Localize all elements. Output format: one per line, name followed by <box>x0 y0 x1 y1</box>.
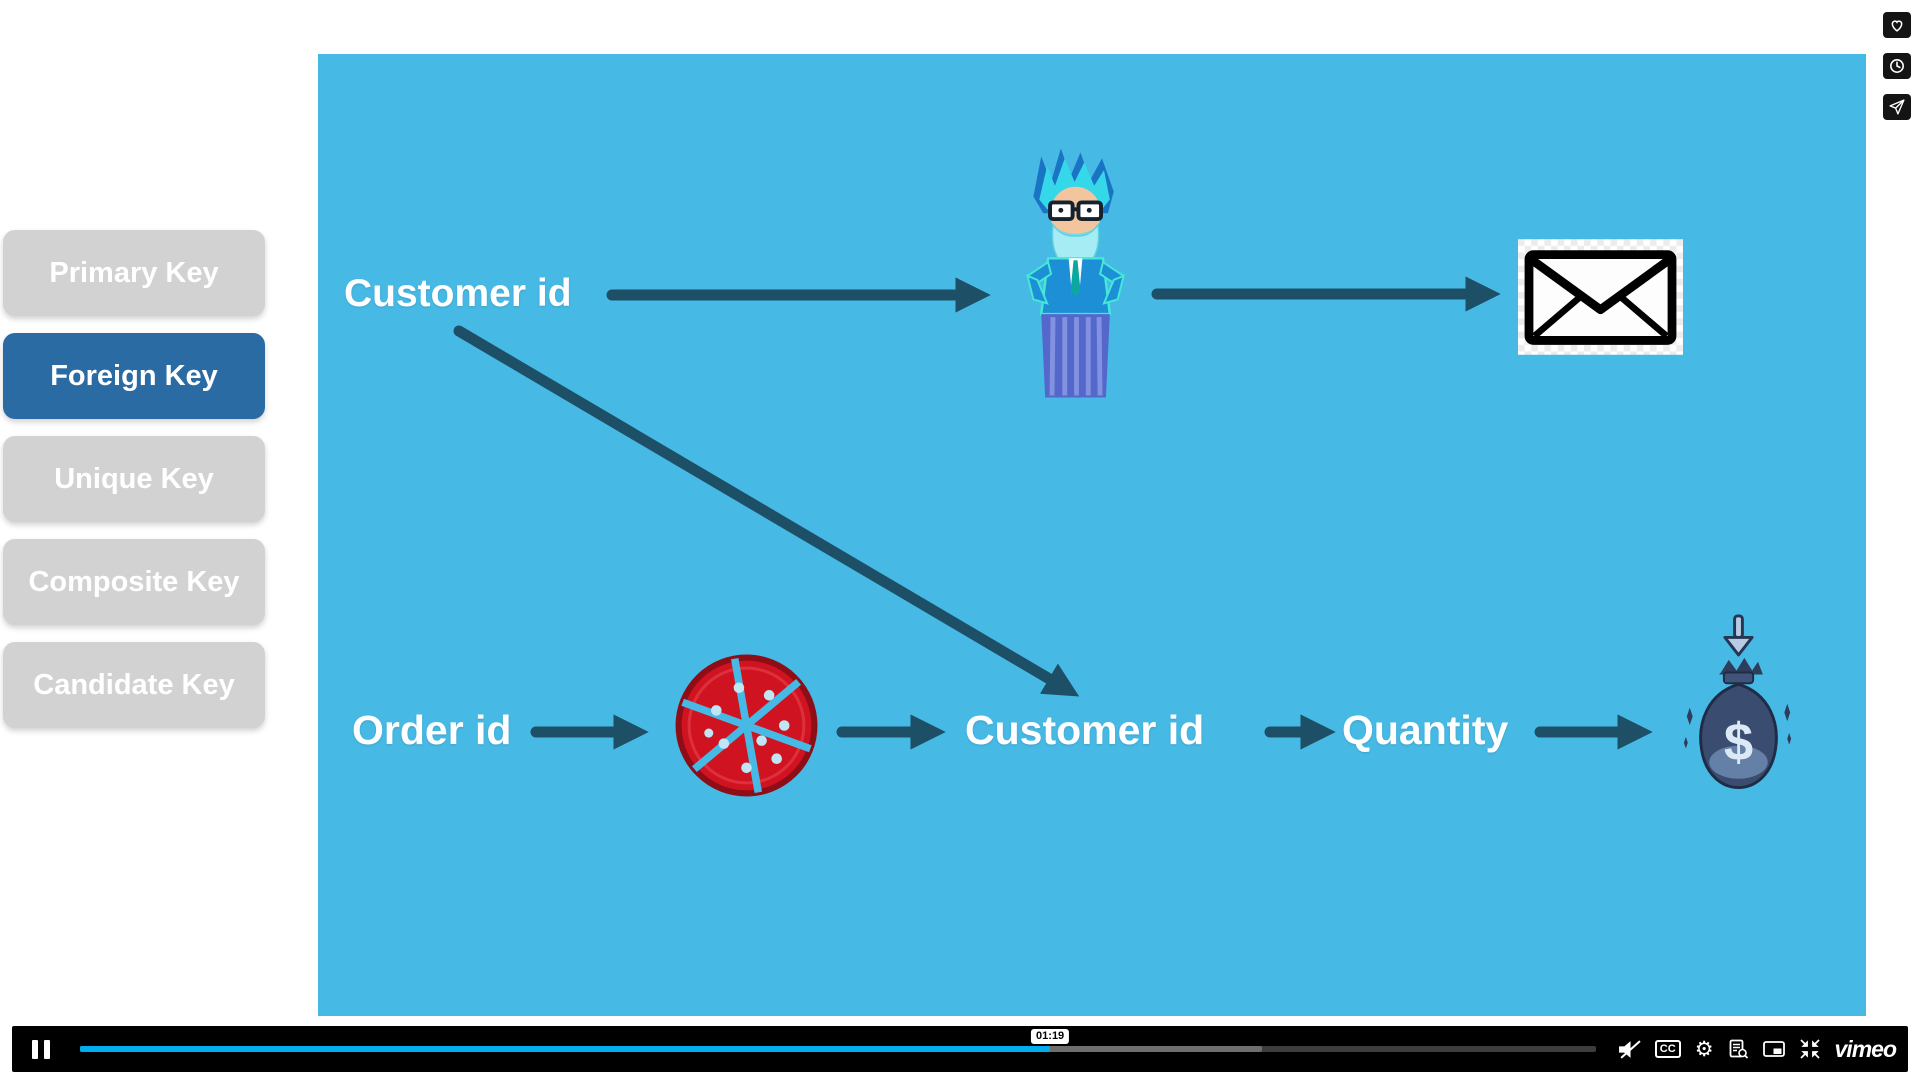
progress-played <box>80 1046 1051 1052</box>
pause-icon <box>44 1039 50 1059</box>
settings-button[interactable]: ⚙ <box>1694 1036 1714 1061</box>
watch-later-button[interactable] <box>1883 53 1911 79</box>
money-bag-icon: $ <box>1683 614 1792 790</box>
sidebar-item-primary-key[interactable]: Primary Key <box>3 230 265 316</box>
transcript-button[interactable] <box>1728 1039 1749 1060</box>
volume-mute-button[interactable] <box>1618 1039 1641 1059</box>
picture-in-picture-icon <box>1762 1041 1785 1057</box>
player-right-controls: CC ⚙ <box>1618 1035 1897 1063</box>
like-button[interactable] <box>1883 12 1911 38</box>
sidebar-item-candidate-key[interactable]: Candidate Key <box>3 642 265 728</box>
shrink-icon <box>1799 1039 1820 1059</box>
floating-actions <box>1883 12 1911 120</box>
label-customer-id-bottom: Customer id <box>965 707 1205 753</box>
gear-icon: ⚙ <box>1694 1036 1714 1061</box>
paper-plane-icon <box>1889 99 1905 115</box>
vimeo-logo[interactable]: vimeo <box>1834 1035 1897 1062</box>
pause-icon <box>32 1039 38 1059</box>
volume-muted-icon <box>1618 1039 1641 1059</box>
svg-text:$: $ <box>1724 713 1753 772</box>
label-order-id: Order id <box>352 707 512 753</box>
time-tooltip: 01:19 <box>1031 1029 1070 1044</box>
clock-icon <box>1890 59 1904 73</box>
professor-character <box>1026 148 1125 398</box>
key-chapter-menu: Primary Key Foreign Key Unique Key Compo… <box>3 230 265 728</box>
pizza-icon <box>675 654 818 797</box>
video-slide[interactable]: Customer id Order id Customer id Quantit… <box>318 54 1866 1016</box>
diagram-arrows <box>453 276 1653 750</box>
pip-button[interactable] <box>1762 1040 1785 1058</box>
sidebar-item-composite-key[interactable]: Composite Key <box>3 539 265 625</box>
player-control-bar: 01:19 CC ⚙ <box>12 1026 1908 1072</box>
fullscreen-exit-button[interactable] <box>1799 1038 1821 1060</box>
cc-icon: CC <box>1654 1040 1681 1058</box>
sidebar-item-unique-key[interactable]: Unique Key <box>3 436 265 522</box>
sidebar-item-foreign-key[interactable]: Foreign Key <box>3 333 265 419</box>
envelope-icon <box>1518 239 1683 355</box>
label-quantity: Quantity <box>1342 707 1509 753</box>
seek-bar[interactable]: 01:19 <box>80 1029 1596 1053</box>
transcript-icon <box>1729 1039 1748 1059</box>
share-button[interactable] <box>1883 94 1911 120</box>
pause-button[interactable] <box>24 1034 58 1065</box>
heart-icon <box>1891 19 1903 32</box>
captions-button[interactable]: CC <box>1654 1040 1681 1058</box>
label-customer-id-top: Customer id <box>344 272 572 315</box>
